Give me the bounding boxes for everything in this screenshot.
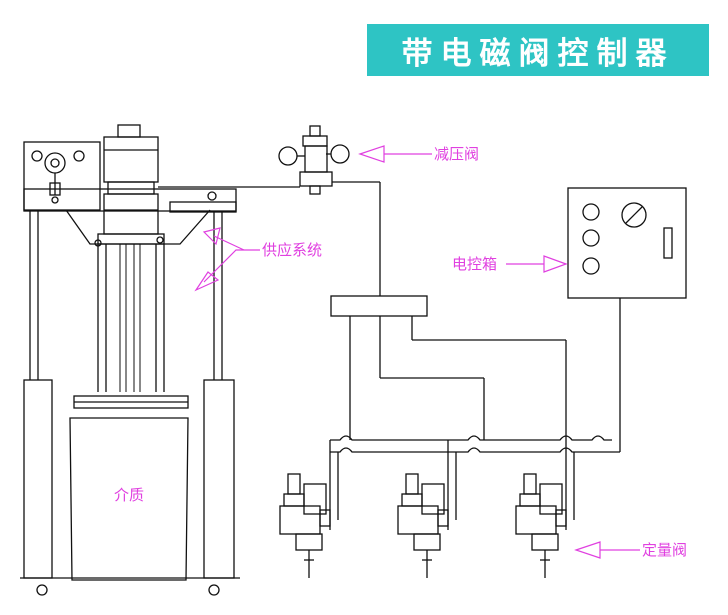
dosing-valve-3 xyxy=(515,473,567,578)
title-text: 带电磁阀控制器 xyxy=(401,35,675,72)
dosing-valve-1 xyxy=(279,473,331,578)
label-control-box: 电控箱 xyxy=(452,255,497,273)
title-banner: 带电磁阀控制器 xyxy=(367,24,709,76)
pressure-reducing-valve xyxy=(278,125,350,195)
supply-unit xyxy=(20,124,240,596)
label-arrows xyxy=(194,145,640,559)
control-box xyxy=(567,187,687,299)
dosing-valve-2 xyxy=(397,473,449,578)
pipe-network xyxy=(158,181,621,530)
label-supply-system: 供应系统 xyxy=(262,241,322,259)
label-dosing-valve: 定量阀 xyxy=(642,541,687,559)
label-pressure-valve: 减压阀 xyxy=(434,145,479,163)
label-medium: 介质 xyxy=(114,486,144,504)
